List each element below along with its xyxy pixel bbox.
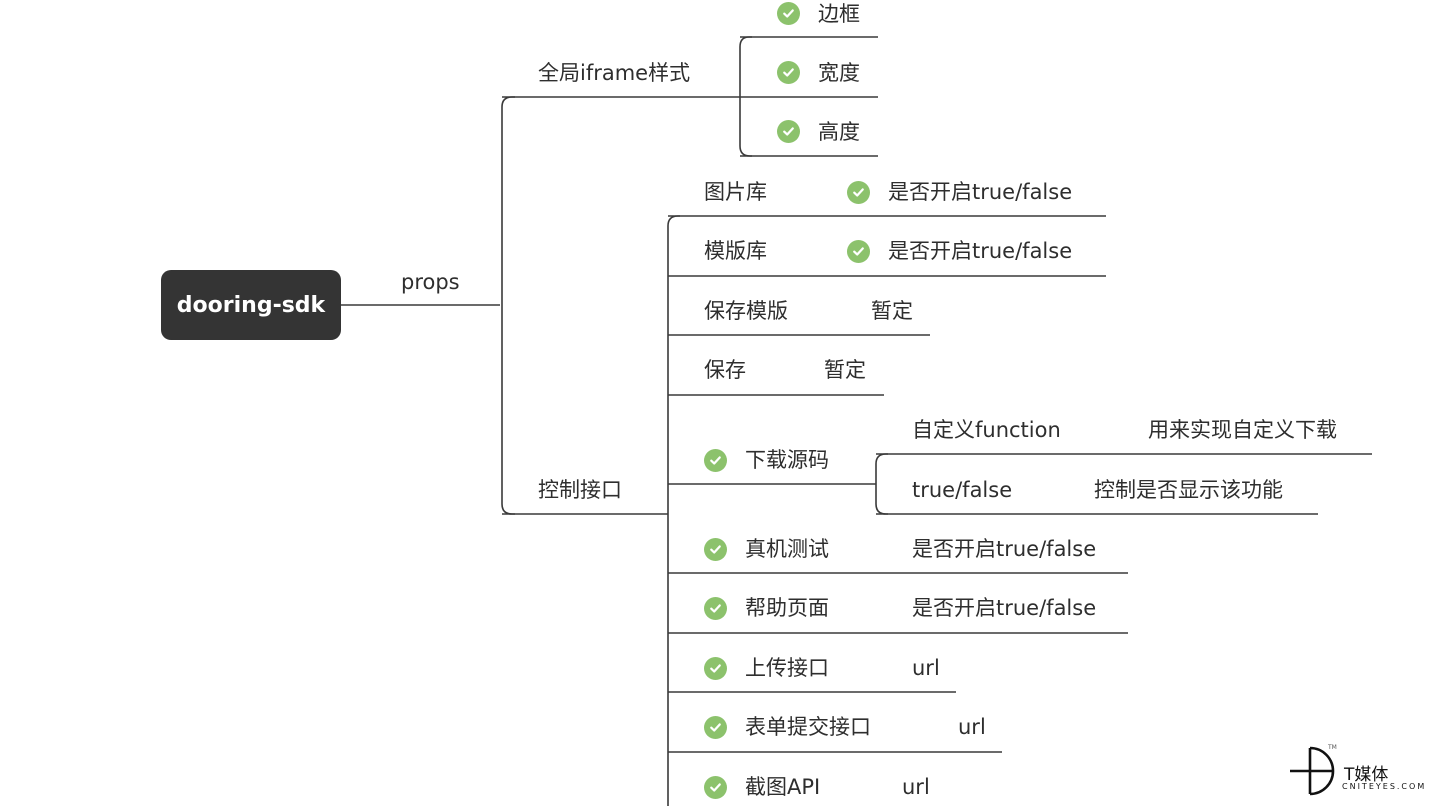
control-item-upload-api[interactable]: 上传接口 xyxy=(745,656,829,680)
control-item-image-library[interactable]: 图片库 xyxy=(704,180,767,204)
watermark-en: CNITEYES.COM xyxy=(1342,782,1427,791)
control-item-form-submit-api[interactable]: 表单提交接口 xyxy=(745,715,871,739)
control-item-help-page[interactable]: 帮助页面 xyxy=(745,596,829,620)
check-circle-icon xyxy=(847,240,870,263)
check-circle-icon xyxy=(777,2,800,25)
control-item-screenshot-api[interactable]: 截图API xyxy=(745,775,821,799)
iframe-item-border[interactable]: 边框 xyxy=(818,2,860,26)
edge-download-bracket xyxy=(875,453,888,515)
control-value-save-template[interactable]: 暂定 xyxy=(871,299,913,323)
check-circle-icon xyxy=(777,120,800,143)
edge-control-bracket xyxy=(667,215,680,806)
check-circle-icon xyxy=(704,776,727,799)
control-item-save-template[interactable]: 保存模版 xyxy=(704,299,788,323)
control-value-help-page[interactable]: 是否开启true/false xyxy=(912,596,1097,620)
control-interface-node[interactable]: 控制接口 xyxy=(538,478,622,502)
watermark-logo: TM T媒体 CNITEYES.COM xyxy=(1288,744,1438,800)
iframe-item-height[interactable]: 高度 xyxy=(818,120,860,144)
watermark-icon xyxy=(1290,746,1335,796)
control-value-screenshot-api[interactable]: url xyxy=(902,775,930,799)
control-value-upload-api[interactable]: url xyxy=(912,656,940,680)
check-circle-icon xyxy=(704,716,727,739)
control-item-download-source[interactable]: 下载源码 xyxy=(745,448,829,472)
root-node[interactable]: dooring-sdk xyxy=(161,270,341,340)
check-circle-icon xyxy=(704,538,727,561)
check-circle-icon xyxy=(704,597,727,620)
check-circle-icon xyxy=(704,449,727,472)
download-child-toggle-value[interactable]: 控制是否显示该功能 xyxy=(1094,478,1283,502)
check-circle-icon xyxy=(704,657,727,680)
check-circle-icon xyxy=(777,61,800,84)
iframe-style-node[interactable]: 全局iframe样式 xyxy=(538,61,691,85)
control-value-device-test[interactable]: 是否开启true/false xyxy=(912,537,1097,561)
control-item-device-test[interactable]: 真机测试 xyxy=(745,537,829,561)
iframe-item-width[interactable]: 宽度 xyxy=(818,61,860,85)
control-value-save[interactable]: 暂定 xyxy=(824,358,866,382)
watermark-tm: TM xyxy=(1328,744,1337,751)
download-child-custom-function[interactable]: 自定义function xyxy=(912,418,1061,442)
props-label: props xyxy=(401,270,460,294)
download-child-toggle[interactable]: true/false xyxy=(912,478,1013,502)
control-item-template-library[interactable]: 模版库 xyxy=(704,239,767,263)
download-child-custom-function-value[interactable]: 用来实现自定义下载 xyxy=(1148,418,1337,442)
check-circle-icon xyxy=(847,181,870,204)
control-value-image-library[interactable]: 是否开启true/false xyxy=(888,180,1073,204)
watermark-cn: T媒体 xyxy=(1344,765,1389,785)
edge-props-bracket xyxy=(501,96,515,515)
control-item-save[interactable]: 保存 xyxy=(704,358,746,382)
control-value-form-submit-api[interactable]: url xyxy=(958,715,986,739)
control-value-template-library[interactable]: 是否开启true/false xyxy=(888,239,1073,263)
